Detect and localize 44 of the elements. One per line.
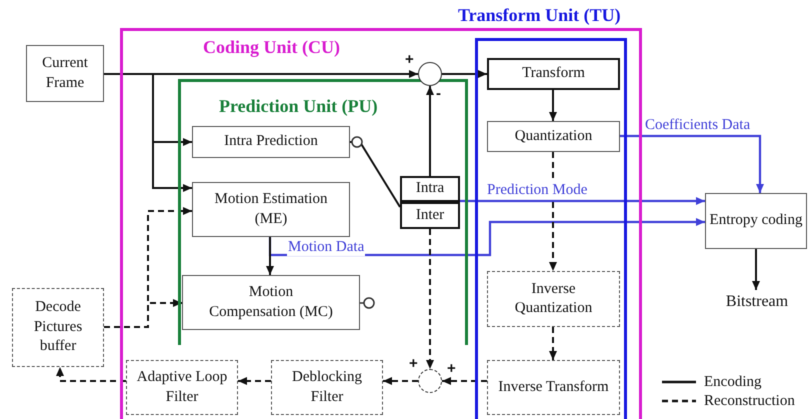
legend-label: Encoding	[704, 374, 762, 390]
group-frame	[178, 79, 468, 345]
sign-label: +	[409, 356, 418, 371]
group-title: Prediction Unit (PU)	[219, 96, 378, 117]
arrow	[752, 249, 760, 290]
summing-junction	[418, 62, 442, 86]
process-box: Inverse Transform	[487, 360, 620, 415]
process-box: Entropy coding	[705, 193, 807, 249]
legend-label: Reconstruction	[704, 392, 795, 409]
arrow	[238, 377, 271, 385]
sign-label: -	[436, 86, 441, 101]
summing-junction	[418, 369, 442, 393]
edge-label: Prediction Mode	[486, 182, 588, 198]
arrow	[104, 73, 192, 192]
group-title: Transform Unit (TU)	[458, 5, 621, 26]
process-box: Inverse Quantization	[487, 271, 620, 327]
process-box: Quantization	[487, 121, 620, 152]
process-box: Motion Estimation (ME)	[192, 182, 350, 237]
arrow	[442, 377, 487, 385]
arrow	[56, 367, 126, 382]
process-box: Decode Pictures buffer	[12, 288, 104, 367]
arrow	[549, 327, 557, 360]
group-title: Coding Unit (CU)	[203, 37, 340, 58]
process-box: Inter	[400, 202, 460, 229]
arrow	[426, 229, 434, 369]
arrow	[460, 197, 705, 205]
process-box: Current Frame	[26, 45, 104, 102]
arrow	[266, 237, 274, 275]
process-box: Adaptive Loop Filter	[126, 360, 238, 415]
arrow	[383, 377, 418, 385]
arrow	[426, 86, 434, 176]
arrow	[442, 70, 487, 78]
sign-label: +	[405, 52, 414, 67]
sign-label: +	[447, 361, 456, 376]
arrow	[549, 90, 557, 121]
process-box: Motion Compensation (MC)	[182, 275, 360, 330]
arrow	[620, 134, 764, 193]
arrow	[104, 299, 182, 328]
process-box: Intra Prediction	[192, 126, 350, 158]
process-box: Intra	[400, 176, 460, 202]
process-box: Deblocking Filter	[271, 360, 383, 415]
process-box: Transform	[487, 58, 620, 90]
edge-label: Motion Data	[287, 239, 366, 256]
output-label: Bitstream	[714, 290, 800, 314]
